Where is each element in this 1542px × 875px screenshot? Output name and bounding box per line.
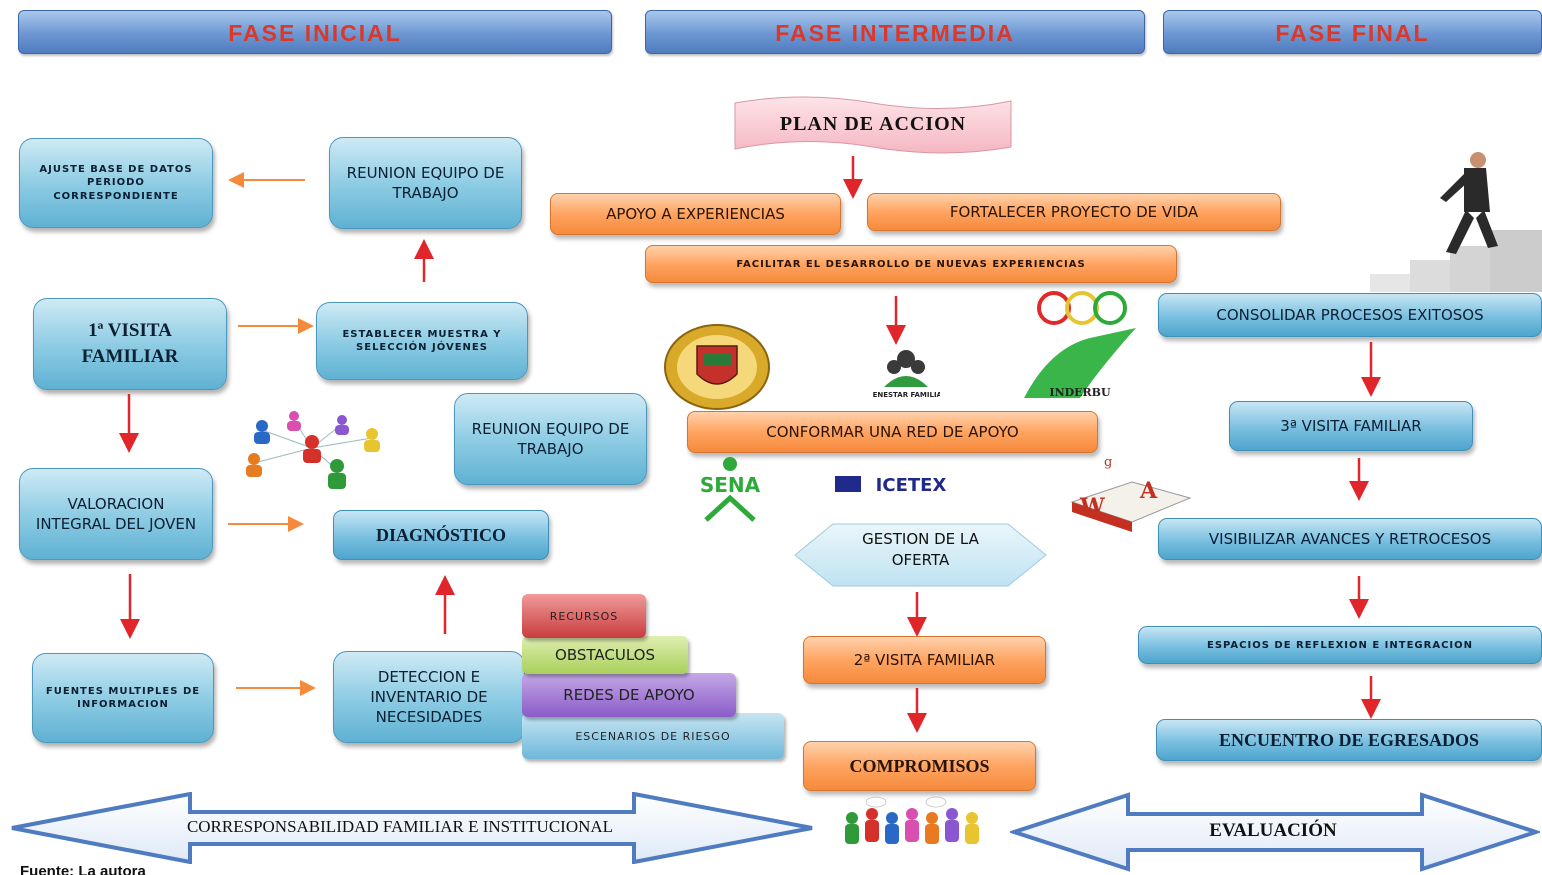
phase-header-initial: FASE INICIAL	[18, 10, 612, 54]
fuentes-multiples-box: FUENTES MULTIPLES DE INFORMACION	[32, 653, 214, 743]
corresponsabilidad-double-arrow	[11, 792, 813, 864]
stack-obstaculos: OBSTACULOS	[522, 636, 688, 674]
tercera-visita-box: 3ª VISITA FAMILIAR	[1229, 401, 1473, 451]
bienestar-familiar-logo-icon: BIENESTAR FAMILIAR	[872, 350, 940, 399]
encuentro-egresados-box: ENCUENTRO DE EGRESADOS	[1156, 719, 1542, 761]
espacios-reflexion-box: ESPACIOS DE REFLEXION E INTEGRACION	[1138, 626, 1542, 664]
svg-text:g: g	[1104, 455, 1112, 470]
establecer-muestra-box: ESTABLECER MUESTRA Y SELECCIÓN JÓVENES	[316, 302, 528, 380]
svg-text:A: A	[1139, 478, 1158, 504]
deteccion-inventario-box: DETECCION E INVENTARIO DE NECESIDADES	[333, 651, 525, 743]
phase-header-final: FASE FINAL	[1163, 10, 1542, 54]
reunion-equipo-top-box: REUNION EQUIPO DE TRABAJO	[329, 137, 522, 229]
gestion-oferta-hexagon	[794, 523, 1047, 587]
gestion-oferta-label: GESTION DE LA OFERTA	[862, 530, 979, 569]
sena-logo-text: SENA	[700, 473, 761, 497]
compromisos-box: COMPROMISOS	[803, 741, 1036, 791]
icetex-logo-icon: ICETEX	[835, 475, 947, 496]
stack-escenarios-riesgo: ESCENARIOS DE RIESGO	[522, 713, 784, 759]
consolidar-procesos-box: CONSOLIDAR PROCESOS EXITOSOS	[1158, 293, 1542, 337]
primera-visita-box: 1ª VISITA FAMILIAR	[33, 298, 227, 390]
svg-text:W: W	[1079, 494, 1105, 520]
plan-accion-banner	[734, 96, 1012, 154]
apoyo-experiencias-box: APOYO A EXPERIENCIAS	[550, 193, 841, 235]
evaluacion-label: EVALUACIÓN	[1209, 820, 1337, 841]
evaluacion-double-arrow	[1010, 792, 1540, 872]
valoracion-integral-box: VALORACION INTEGRAL DEL JOVEN	[19, 468, 213, 560]
sena-logo-icon: SENA	[700, 457, 761, 522]
people-network-icon	[246, 411, 380, 489]
initial-phase-arrows	[119, 172, 455, 696]
people-group-icon	[845, 796, 979, 844]
book-letters-icon: W A g	[1070, 455, 1192, 532]
facilitar-desarrollo-box: FACILITAR EL DESARROLLO DE NUEVAS EXPERI…	[645, 245, 1177, 283]
fortalecer-proyecto-box: FORTALECER PROYECTO DE VIDA	[867, 193, 1281, 231]
reunion-equipo-mid-box: REUNION EQUIPO DE TRABAJO	[454, 393, 647, 485]
bienestar-logo-text: BIENESTAR FAMILIAR	[872, 391, 940, 399]
plan-accion-title: PLAN DE ACCION	[779, 113, 967, 135]
phase-header-intermediate: FASE INTERMEDIA	[645, 10, 1145, 54]
final-phase-arrows	[1349, 342, 1381, 719]
stack-recursos: RECURSOS	[522, 594, 646, 638]
source-caption: Fuente: La autora	[20, 864, 146, 875]
corresponsabilidad-label: CORRESPONSABILIDAD FAMILIAR E INSTITUCIO…	[186, 817, 614, 836]
inderbu-logo-text: INDERBU	[1049, 386, 1111, 399]
conformar-red-box: CONFORMAR UNA RED DE APOYO	[687, 411, 1098, 453]
stack-redes-apoyo: REDES DE APOYO	[522, 673, 736, 717]
ajuste-base-datos-box: AJUSTE BASE DE DATOS PERIODO CORRESPONDI…	[19, 138, 213, 228]
intermediate-phase-arrows	[843, 156, 927, 733]
inderbu-logo-icon: INDERBU	[1024, 291, 1136, 399]
visibilizar-avances-box: VISIBILIZAR AVANCES Y RETROCESOS	[1158, 518, 1542, 560]
coat-of-arms-icon	[664, 324, 770, 410]
icetex-logo-text: ICETEX	[876, 475, 947, 496]
businessman-stairs-icon	[1370, 152, 1542, 292]
diagnostico-box: DIAGNÓSTICO	[333, 510, 549, 560]
